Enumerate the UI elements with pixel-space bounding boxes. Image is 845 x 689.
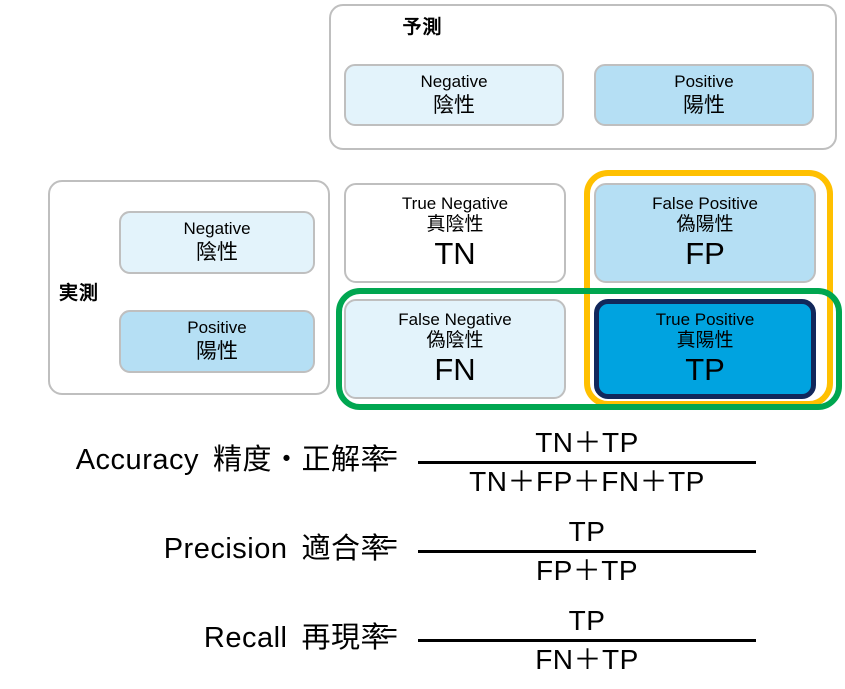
actual-axis-title: 実測 xyxy=(59,283,100,304)
formula-recall-name-en: Recall xyxy=(203,622,288,654)
matrix-cell-true-positive: True Positive 真陽性 TP xyxy=(594,299,816,399)
formula-recall-equals: = xyxy=(382,618,398,648)
matrix-cell-tn-ja: 真陰性 xyxy=(426,213,484,235)
formula-precision: Precision 適合率 = TP FP＋TP xyxy=(0,513,845,598)
formula-recall: Recall 再現率 = TP FN＋TP xyxy=(0,602,845,687)
formula-accuracy-denominator: TN＋FP＋FN＋TP xyxy=(469,466,705,498)
matrix-cell-fp-abbr: FP xyxy=(685,236,725,272)
formula-precision-denominator: FP＋TP xyxy=(535,555,639,587)
formula-recall-name-ja: 再現率 xyxy=(301,622,390,654)
formula-recall-label: Recall 再現率 xyxy=(204,614,390,656)
matrix-cell-tn-abbr: TN xyxy=(434,236,476,272)
matrix-cell-fp-en: False Positive xyxy=(652,194,758,214)
actual-class-positive-en: Positive xyxy=(187,318,247,338)
actual-class-negative-ja: 陰性 xyxy=(196,241,238,265)
formula-accuracy-fraction: TN＋TP TN＋FP＋FN＋TP xyxy=(418,426,756,498)
formula-precision-bar xyxy=(418,550,756,554)
matrix-cell-false-negative: False Negative 偽陰性 FN xyxy=(344,299,566,399)
predicted-class-negative: Negative 陰性 xyxy=(344,64,564,126)
matrix-cell-tn-en: True Negative xyxy=(401,194,509,214)
formula-accuracy: Accuracy 精度・正解率 = TN＋TP TN＋FP＋FN＋TP xyxy=(0,424,845,509)
matrix-cell-fp-ja: 偽陽性 xyxy=(676,213,734,235)
formula-accuracy-label: Accuracy 精度・正解率 xyxy=(76,436,390,478)
formula-precision-label: Precision 適合率 xyxy=(164,525,390,567)
matrix-cell-true-negative: True Negative 真陰性 TN xyxy=(344,183,566,283)
formula-recall-bar xyxy=(418,639,756,643)
formula-recall-denominator: FN＋TP xyxy=(535,644,639,676)
predicted-class-negative-en: Negative xyxy=(420,71,488,91)
predicted-class-negative-ja: 陰性 xyxy=(433,93,475,117)
formula-precision-name-en: Precision xyxy=(163,533,288,565)
actual-class-negative-en: Negative xyxy=(183,219,251,239)
formula-precision-fraction: TP FP＋TP xyxy=(418,515,756,587)
formula-precision-equals: = xyxy=(382,529,398,559)
predicted-class-positive: Positive 陽性 xyxy=(594,64,814,126)
formula-accuracy-bar xyxy=(418,461,756,465)
actual-class-positive-ja: 陽性 xyxy=(196,340,238,364)
matrix-cell-fn-ja: 偽陰性 xyxy=(426,329,484,351)
formula-recall-fraction: TP FN＋TP xyxy=(418,604,756,676)
matrix-cell-false-positive: False Positive 偽陽性 FP xyxy=(594,183,816,283)
formula-recall-numerator: TP xyxy=(568,605,606,636)
formula-accuracy-equals: = xyxy=(382,440,398,470)
predicted-axis-title: 予測 xyxy=(402,17,443,38)
matrix-cell-tp-en: True Positive xyxy=(655,310,755,330)
actual-class-positive: Positive 陽性 xyxy=(119,310,315,373)
formula-precision-numerator: TP xyxy=(568,516,606,547)
matrix-cell-tp-abbr: TP xyxy=(685,352,725,388)
formula-accuracy-numerator: TN＋TP xyxy=(535,427,639,458)
matrix-cell-fn-abbr: FN xyxy=(434,352,476,388)
matrix-cell-tp-ja: 真陽性 xyxy=(676,329,734,351)
formula-accuracy-name-ja: 精度・正解率 xyxy=(212,444,390,476)
actual-class-negative: Negative 陰性 xyxy=(119,211,315,274)
predicted-class-positive-en: Positive xyxy=(674,71,734,91)
formula-accuracy-name-en: Accuracy xyxy=(75,444,199,476)
predicted-class-positive-ja: 陽性 xyxy=(683,93,725,117)
matrix-cell-fn-en: False Negative xyxy=(398,310,512,330)
formula-precision-name-ja: 適合率 xyxy=(301,533,390,565)
